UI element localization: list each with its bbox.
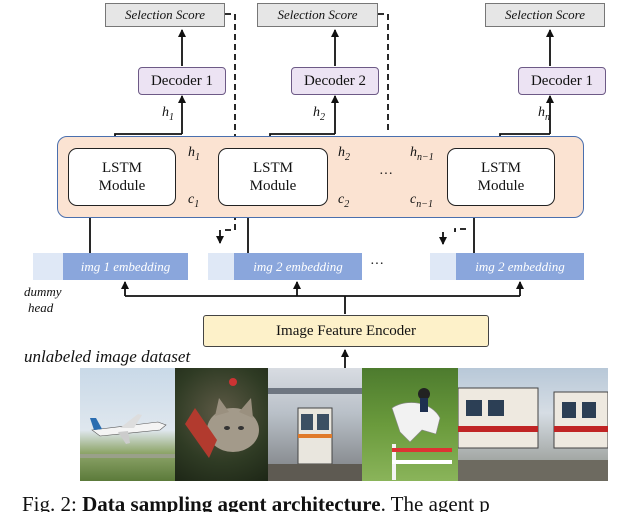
state-label: c1: [188, 192, 200, 210]
selection-score-box: Selection Score: [105, 3, 225, 27]
decoder-label: Decoder 1: [150, 72, 214, 89]
decoder-label: Decoder 2: [303, 72, 367, 89]
hidden-state-label: h1: [162, 105, 174, 123]
state-label: h1: [188, 145, 200, 163]
airplane-photo: [80, 368, 175, 481]
train-station-photo: [268, 368, 362, 481]
hidden-state-label: hn: [538, 105, 550, 123]
selection-score-box: Selection Score: [485, 3, 605, 27]
decoder-box: Decoder 1: [138, 67, 226, 95]
selection-score-label: Selection Score: [277, 7, 358, 22]
dummy-head-label: head: [28, 300, 54, 315]
state-label: cn−1: [410, 192, 433, 210]
selection-score-label: Selection Score: [124, 7, 205, 22]
decoder-box: Decoder 2: [291, 67, 379, 95]
embedding-box: img 1 embedding: [63, 253, 188, 280]
hidden-state-label: h2: [313, 105, 325, 123]
state-label: h2: [338, 145, 350, 163]
dummy-head-label: dummy: [24, 284, 62, 299]
decoder-box: Decoder 1: [518, 67, 606, 95]
state-label: c2: [338, 192, 350, 210]
horse-jump-photo: [362, 368, 458, 481]
ellipsis: ···: [370, 257, 384, 272]
state-label: hn−1: [410, 145, 434, 163]
dummy-head-pad: [33, 253, 63, 280]
dataset-label: unlabeled image dataset: [24, 347, 191, 366]
image-feature-encoder: Image Feature Encoder: [203, 315, 489, 347]
ellipsis: ···: [379, 167, 393, 182]
selection-score-label: Selection Score: [504, 7, 585, 22]
decoder-label: Decoder 1: [530, 72, 594, 89]
embedding-box: img 2 embedding: [456, 253, 584, 280]
embedding-box: img 2 embedding: [234, 253, 362, 280]
embedding-pad: [430, 253, 456, 280]
train-photo: [458, 368, 608, 481]
selection-score-box: Selection Score: [257, 3, 378, 27]
figure-caption: Fig. 2: Data sampling agent architecture…: [22, 492, 490, 512]
cat-photo: [175, 368, 268, 481]
embedding-pad: [208, 253, 234, 280]
